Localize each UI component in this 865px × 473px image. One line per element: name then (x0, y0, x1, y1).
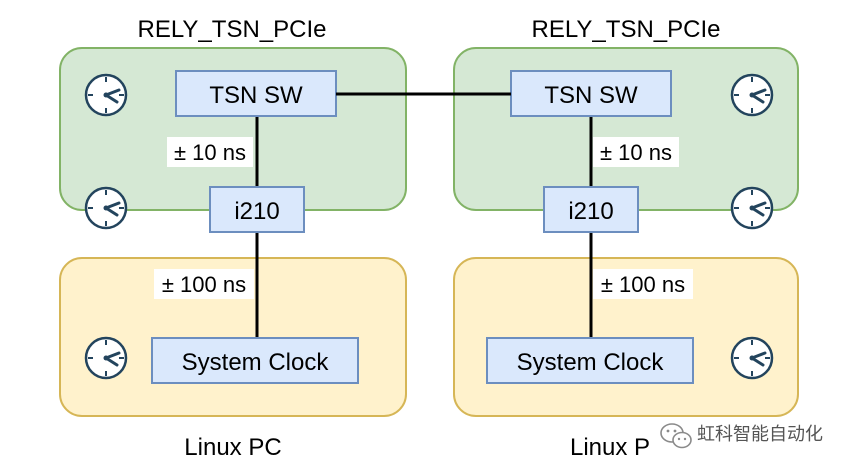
right-card-title: RELY_TSN_PCIe (532, 16, 721, 43)
wechat-icon (660, 423, 692, 449)
left-system-clock-icon (84, 336, 128, 380)
left-card-title: RELY_TSN_PCIe (138, 16, 327, 43)
left-nic-clock-icon (84, 186, 128, 230)
right-system-clock-icon (730, 336, 774, 380)
right-i210-box (543, 186, 639, 233)
right-i210-label: i210 (568, 198, 613, 225)
right-10ns-latency: ± 10 ns (600, 140, 672, 165)
right-system-clock-box (486, 337, 694, 384)
right-pc-label: Linux P (570, 434, 650, 461)
right-tsn-switch-box (510, 70, 672, 117)
left-tsn-switch-label: TSN SW (209, 82, 303, 109)
left-pc-label: Linux PC (184, 434, 281, 461)
left-i210-box (209, 186, 305, 233)
right-tsn-switch-label: TSN SW (544, 82, 638, 109)
left-100ns-latency: ± 100 ns (162, 272, 246, 297)
right-system-clock-label: System Clock (517, 349, 665, 376)
right-100ns-label-bg (593, 269, 693, 299)
left-10ns-label-bg (167, 137, 253, 167)
left-system-clock-label: System Clock (182, 349, 330, 376)
watermark: 虹科智能自动化 (660, 423, 823, 449)
right-switch-clock-icon (730, 73, 774, 117)
left-10ns-latency: ± 10 ns (174, 140, 246, 165)
left-tsn-switch-box (175, 70, 337, 117)
right-nic-clock-icon (730, 186, 774, 230)
left-i210-label: i210 (234, 198, 279, 225)
right-10ns-label-bg (593, 137, 679, 167)
watermark-text: 虹科智能自动化 (697, 424, 823, 445)
left-system-clock-box (151, 337, 359, 384)
left-100ns-label-bg (154, 269, 254, 299)
right-100ns-latency: ± 100 ns (601, 272, 685, 297)
left-switch-clock-icon (84, 73, 128, 117)
